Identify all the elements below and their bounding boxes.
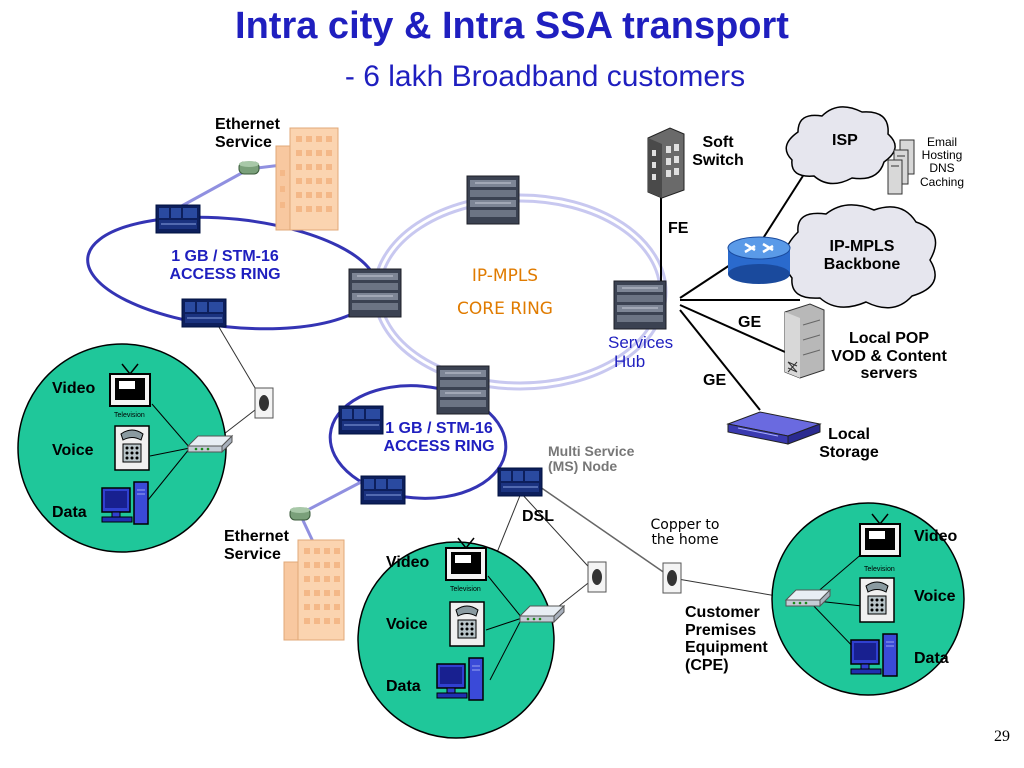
soft-switch-icon xyxy=(647,127,685,199)
fe-label: FE xyxy=(668,220,689,237)
site-left-voice-label: Voice xyxy=(52,442,94,459)
phone-icon xyxy=(114,425,150,471)
phone-icon xyxy=(449,601,485,647)
building-bottom-icon xyxy=(283,539,345,641)
splitter-middle-icon xyxy=(587,561,607,593)
ms-node-top-left-icon xyxy=(155,204,201,234)
site-right-data-label: Data xyxy=(914,650,949,667)
tv-caption: Television xyxy=(450,586,481,593)
access-ring-bottom xyxy=(328,384,508,500)
site-right-voice-label: Voice xyxy=(914,588,956,605)
ge-bottom-label: GE xyxy=(703,372,727,389)
site-middle-video-label: Video xyxy=(386,554,430,571)
core-router-bottom-icon xyxy=(436,365,490,415)
site-left-video-label: Video xyxy=(52,380,96,397)
page-number: 29 xyxy=(994,728,1010,745)
computer-icon xyxy=(101,481,149,525)
isp-servers-icon xyxy=(887,139,915,195)
tv-caption: Television xyxy=(114,412,145,419)
dsl-label: DSL xyxy=(522,508,554,525)
core-router-left-icon xyxy=(348,268,402,318)
ms-node-bottom-left-icon xyxy=(360,475,406,505)
isp-cloud xyxy=(785,106,896,185)
ms-node-multi-service-icon xyxy=(497,467,543,497)
site-left-wires xyxy=(147,403,191,501)
local-storage-icon xyxy=(726,411,822,445)
local-pop-server-icon xyxy=(784,303,825,379)
ethernet-link-top xyxy=(177,167,250,210)
phone-icon xyxy=(859,577,895,623)
page-title: Intra city & Intra SSA transport xyxy=(235,5,789,47)
splitter-copper-icon xyxy=(662,562,682,594)
ethernet-link-bottom xyxy=(299,478,366,516)
computer-icon xyxy=(436,657,484,701)
page-subtitle: - 6 lakh Broadband customers xyxy=(344,60,746,93)
site-middle-voice-label: Voice xyxy=(386,616,428,633)
site-middle-data-label: Data xyxy=(386,678,421,695)
core-router-top-icon xyxy=(466,175,520,225)
splitter-left-icon xyxy=(254,387,274,419)
isp-label: ISP xyxy=(832,132,858,149)
ethernet-switch-bottom-icon xyxy=(289,507,311,521)
ms-node-left-icon xyxy=(181,298,227,328)
site-middle-wires xyxy=(485,575,523,681)
ip-mpls-backbone-cloud xyxy=(783,204,937,309)
tv-caption: Television xyxy=(864,566,895,573)
ethernet-switch-top-icon xyxy=(238,161,260,175)
site-right-video-label: Video xyxy=(914,528,958,545)
building-top-icon xyxy=(275,127,339,231)
ge-top-label: GE xyxy=(738,314,762,331)
services-hub-router-icon xyxy=(613,280,667,330)
multi-service-node-label: Multi Service(MS) Node xyxy=(548,443,635,475)
site-left-data-label: Data xyxy=(52,504,87,521)
computer-icon xyxy=(850,633,898,677)
backbone-router-icon xyxy=(727,236,791,284)
